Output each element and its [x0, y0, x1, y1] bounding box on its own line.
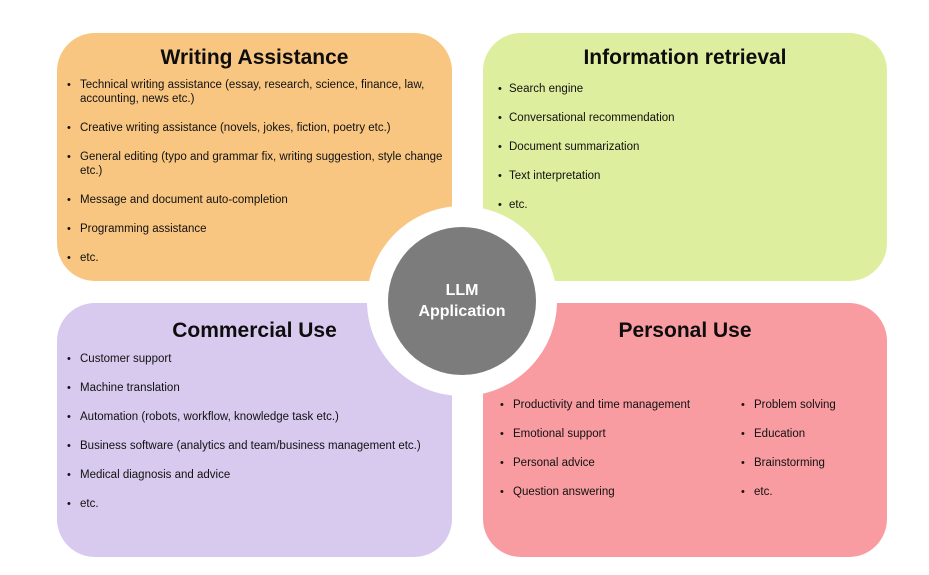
- quadrant-commercial-use: Commercial Use Customer support Machine …: [57, 303, 452, 557]
- list-item: Programming assistance: [57, 222, 452, 236]
- personal-use-list-right: Problem solving Education Brainstorming …: [724, 398, 887, 514]
- list-item: Customer support: [57, 352, 452, 366]
- list-item: Automation (robots, workflow, knowledge …: [57, 410, 452, 424]
- list-item: Creative writing assistance (novels, jok…: [57, 121, 452, 135]
- list-item: Emotional support: [483, 427, 724, 441]
- list-item: Document summarization: [483, 140, 887, 154]
- list-item: Conversational recommendation: [483, 111, 887, 125]
- list-item: Medical diagnosis and advice: [57, 468, 452, 482]
- title-personal-use: Personal Use: [618, 319, 752, 342]
- center-label-line2: Application: [418, 303, 506, 320]
- personal-use-columns: Productivity and time management Emotion…: [483, 398, 887, 514]
- title-information-retrieval: Information retrieval: [583, 46, 787, 69]
- writing-assistance-list: Technical writing assistance (essay, res…: [57, 78, 452, 265]
- list-item: Message and document auto-completion: [57, 193, 452, 207]
- list-item: Search engine: [483, 82, 887, 96]
- commercial-use-list: Customer support Machine translation Aut…: [57, 352, 452, 511]
- title-writing-assistance: Writing Assistance: [160, 46, 349, 69]
- list-item: etc.: [724, 485, 887, 499]
- information-retrieval-list: Search engine Conversational recommendat…: [483, 82, 887, 212]
- list-item: Education: [724, 427, 887, 441]
- quadrant-writing-assistance: Writing Assistance Technical writing ass…: [57, 33, 452, 281]
- list-item: Productivity and time management: [483, 398, 724, 412]
- list-item: etc.: [483, 198, 887, 212]
- list-item: Brainstorming: [724, 456, 887, 470]
- list-item: etc.: [57, 251, 452, 265]
- list-item: General editing (typo and grammar fix, w…: [57, 150, 452, 178]
- list-item: Technical writing assistance (essay, res…: [57, 78, 452, 106]
- personal-use-list-left: Productivity and time management Emotion…: [483, 398, 724, 514]
- list-item: Question answering: [483, 485, 724, 499]
- list-item: etc.: [57, 497, 452, 511]
- title-commercial-use: Commercial Use: [172, 319, 337, 342]
- quadrant-personal-use: Personal Use Productivity and time manag…: [483, 303, 887, 557]
- list-item: Machine translation: [57, 381, 452, 395]
- quadrant-information-retrieval: Information retrieval Search engine Conv…: [483, 33, 887, 281]
- center-label-line1: LLM: [445, 282, 479, 299]
- llm-application-circle: LLM Application: [388, 227, 536, 375]
- list-item: Text interpretation: [483, 169, 887, 183]
- list-item: Personal advice: [483, 456, 724, 470]
- list-item: Problem solving: [724, 398, 887, 412]
- list-item: Business software (analytics and team/bu…: [57, 439, 452, 453]
